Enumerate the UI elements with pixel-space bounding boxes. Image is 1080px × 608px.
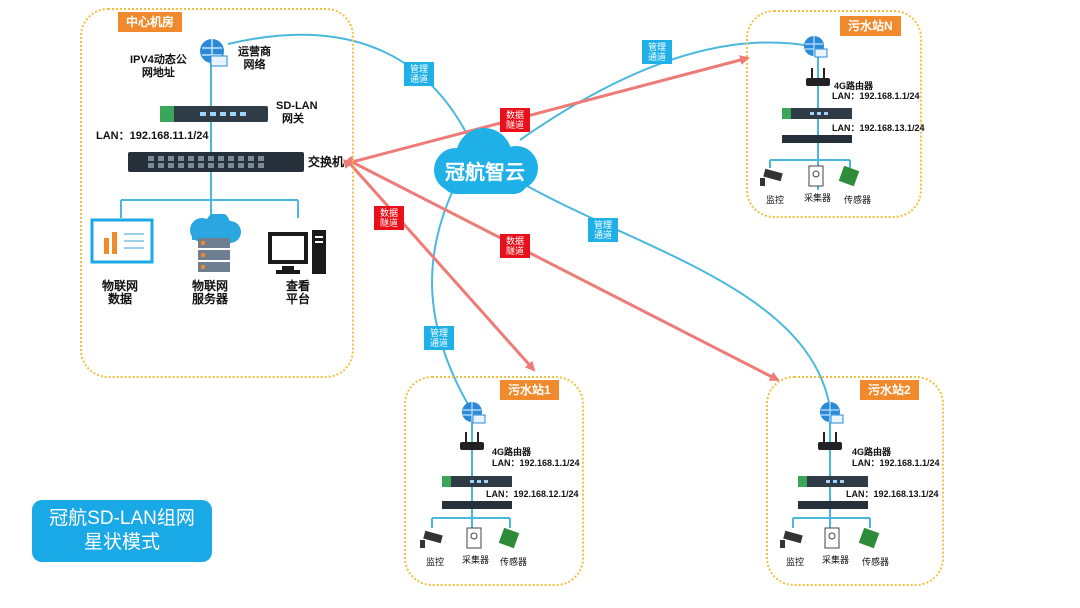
- station-1-sensor-icon: [498, 528, 520, 548]
- station-n-switch-icon: [782, 135, 852, 143]
- station-1-router-icon: [460, 432, 484, 450]
- center-title: 中心机房: [118, 12, 183, 32]
- station-2-collector-icon: [824, 527, 840, 549]
- station-1-camera-label: 监控: [426, 557, 445, 567]
- data-tag-1: 数据隧道: [374, 206, 404, 230]
- station-n-gateway-icon: [782, 108, 852, 119]
- station-n-camera-icon: [760, 168, 783, 186]
- station-1-gateway-icon: [442, 476, 512, 487]
- station-n-wan-label: LAN：192.168.1.1/24: [832, 91, 920, 101]
- iot-server-label: 物联网服务器: [192, 279, 229, 306]
- station-n-title: 污水站N: [840, 16, 901, 36]
- station-1-camera-icon: [420, 530, 443, 548]
- station-n-collector-label: 采集器: [804, 193, 832, 203]
- station-n-globe-icon: [804, 36, 828, 58]
- station-2-wan-label: LAN：192.168.1.1/24: [852, 458, 940, 468]
- station-2-lan-label: LAN：192.168.13.1/24: [846, 489, 939, 499]
- cloud-icon: [434, 128, 538, 194]
- station-2-camera-icon: [780, 530, 803, 548]
- station-1-switch-icon: [442, 501, 512, 509]
- station-1-collector-icon: [466, 527, 482, 549]
- station-1-globe-icon: [462, 402, 486, 424]
- center-lan-label: LAN：192.168.11.1/24: [96, 130, 209, 142]
- iot-data-label: 物联网数据: [102, 279, 139, 306]
- station-n-camera-label: 监控: [766, 195, 785, 205]
- mgmt-tag-1: 管理通道: [424, 326, 454, 350]
- station-2-zone: [766, 376, 944, 586]
- switch-label: 交换机: [308, 155, 345, 169]
- cloud-label: 冠航智云: [445, 162, 525, 184]
- data-tunnel-2: [346, 155, 780, 382]
- legend-line2: 星状模式: [83, 532, 160, 553]
- iot-server-icon: [190, 214, 241, 272]
- station-n-lan-label: LAN：192.168.13.1/24: [832, 123, 925, 133]
- globe-icon: [200, 39, 228, 67]
- station-n-router-label: 4G路由器: [834, 81, 874, 91]
- station-2-gateway-icon: [798, 476, 868, 487]
- station-2-router-label: 4G路由器: [852, 447, 892, 457]
- sdlan-gateway-icon: [160, 106, 268, 122]
- data-tag-n: 数据隧道: [500, 108, 530, 132]
- view-platform-label: 查看平台: [286, 279, 311, 306]
- data-tunnel-N: [342, 55, 750, 169]
- station-1-collector-label: 采集器: [462, 555, 490, 565]
- isp-label: 运营商网络: [238, 46, 271, 71]
- station-n-sensor-label: 传感器: [844, 195, 872, 205]
- mgmt-tag-2: 管理通道: [588, 218, 618, 242]
- mgmt-tag-center: 管理通道: [404, 62, 434, 86]
- station-2-globe-icon: [820, 402, 844, 424]
- station-1-zone: [404, 376, 584, 586]
- station-2-camera-label: 监控: [786, 557, 805, 567]
- switch-icon: [128, 152, 304, 172]
- station-1-wan-label: LAN：192.168.1.1/24: [492, 458, 580, 468]
- station-1-sensor-label: 传感器: [500, 557, 528, 567]
- station-1-title: 污水站1: [500, 380, 559, 400]
- station-n-sensor-icon: [838, 166, 860, 186]
- station-2-sensor-label: 传感器: [862, 557, 890, 567]
- station-1-router-label: 4G路由器: [492, 447, 532, 457]
- station-2-router-icon: [818, 432, 842, 450]
- station-2-switch-icon: [798, 501, 868, 509]
- computer-icon: [268, 230, 326, 274]
- station-2-sensor-icon: [858, 528, 880, 548]
- station-2-collector-label: 采集器: [822, 555, 850, 565]
- legend-line1: 冠航SD-LAN组网: [49, 508, 195, 529]
- center-zone: [80, 8, 354, 378]
- station-n-zone: [746, 10, 922, 218]
- mgmt-tag-n: 管理通道: [642, 40, 672, 64]
- legend-box: 冠航SD-LAN组网 星状模式: [32, 500, 212, 562]
- ipv4-label: IPV4动态公网地址: [130, 54, 187, 79]
- station-n-collector-icon: [808, 165, 824, 187]
- station-2-title: 污水站2: [860, 380, 919, 400]
- station-n-router-icon: [806, 68, 830, 86]
- data-tag-2: 数据隧道: [500, 234, 530, 258]
- station-1-lan-label: LAN：192.168.12.1/24: [486, 489, 579, 499]
- iot-data-icon: [90, 218, 154, 264]
